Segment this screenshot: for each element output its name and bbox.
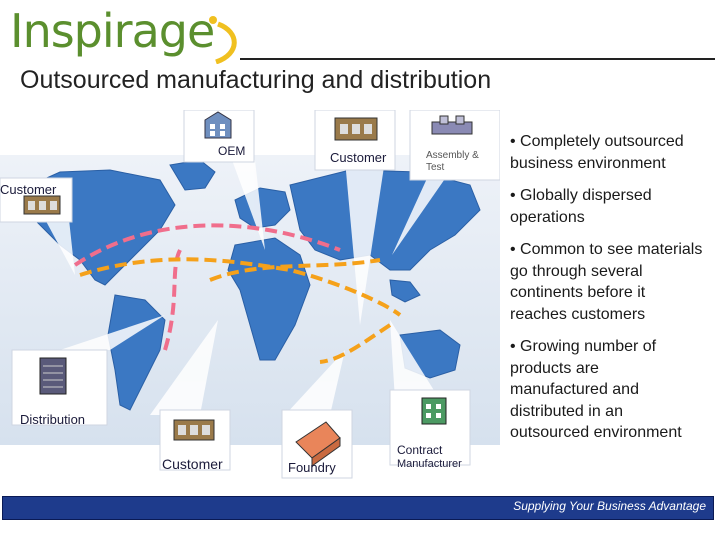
customer-bottom-label: Customer (162, 456, 223, 472)
route-pink-2 (163, 249, 182, 351)
customer-top-warehouse-icon (334, 117, 378, 141)
world-map-diagram (0, 110, 500, 479)
customer-left-label: Customer (0, 182, 57, 197)
header-divider (240, 58, 715, 60)
contract-plant-icon (421, 397, 447, 425)
route-orange-2 (209, 258, 381, 282)
routes (73, 223, 402, 364)
customer-left-warehouse-icon (23, 195, 61, 215)
wedge-foundry (285, 350, 345, 415)
wedge-customer-top (345, 160, 385, 325)
wedge-distribution (60, 315, 165, 350)
distribution-server-icon (39, 357, 67, 395)
logo-swoosh-icon (209, 16, 237, 64)
route-orange-3 (319, 323, 392, 364)
customer-bottom-warehouse-icon (173, 419, 215, 441)
assembly-label-line2: Test (426, 162, 445, 173)
distribution-label: Distribution (20, 412, 86, 427)
callout-wedges (40, 150, 465, 415)
footer-bar (2, 496, 714, 520)
wedge-customer-left (40, 210, 75, 275)
distribution-tile (11, 349, 108, 426)
company-logo: Inspirage (10, 4, 215, 58)
wedge-contract (390, 320, 440, 400)
bullet-item: • Globally dispersed operations (510, 187, 652, 226)
oem-tile (183, 110, 255, 163)
contract-manufacturer-tile (389, 389, 471, 466)
contract-label-line1: Contract (397, 443, 443, 457)
footer-tagline: Supplying Your Business Advantage (513, 499, 706, 513)
wedge-customer-bottom (150, 320, 218, 415)
bullet-item: • Growing number of products are manufac… (510, 338, 682, 441)
assembly-machine-icon (431, 115, 473, 135)
assembly-tile (409, 110, 500, 181)
foundry-factory-icon (295, 421, 341, 467)
customer-bottom-tile (159, 409, 231, 471)
customer-top-label: Customer (330, 150, 387, 165)
customer-left-tile (0, 177, 73, 223)
southeast-asia (389, 279, 421, 303)
customer-top-tile (314, 110, 396, 171)
contract-label-line2: Manufacturer (397, 458, 462, 470)
bullet-item: • Completely outsourced business environ… (510, 133, 684, 172)
foundry-tile (281, 409, 353, 479)
oem-building-icon (204, 111, 232, 139)
assembly-label-line1: Assembly & (426, 150, 479, 161)
foundry-label: Foundry (288, 460, 336, 475)
page-title: Outsourced manufacturing and distributio… (20, 66, 492, 94)
bullet-list: • Completely outsourced business environ… (510, 131, 720, 455)
route-orange-1 (79, 257, 402, 317)
oem-label: OEM (218, 144, 246, 158)
bullet-item: • Common to see materials go through sev… (510, 241, 703, 323)
route-pink-1 (73, 223, 341, 267)
